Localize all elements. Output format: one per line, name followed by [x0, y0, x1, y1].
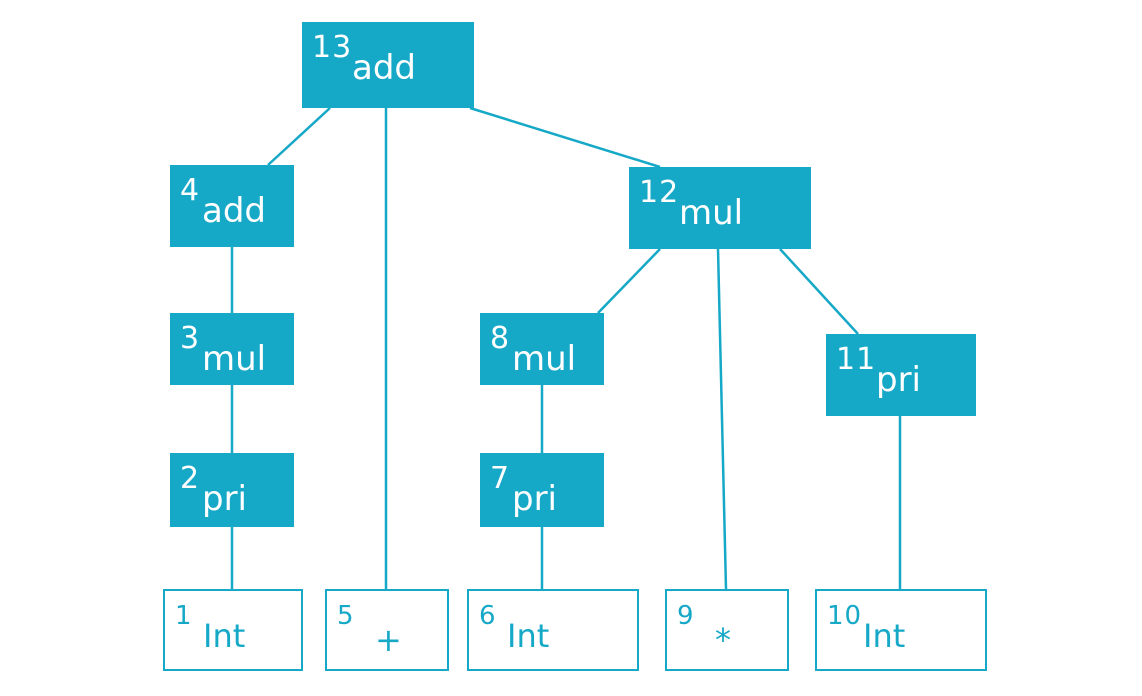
node-number: 6	[479, 601, 497, 631]
node-label: Int	[203, 617, 246, 655]
node-number: 12	[639, 175, 680, 210]
edge-n12-n11	[779, 248, 859, 335]
node-label: mul	[512, 339, 577, 379]
node-number: 10	[827, 601, 863, 631]
node-label: mul	[202, 339, 267, 379]
node-label: mul	[679, 193, 744, 233]
node-number: 13	[312, 30, 353, 65]
edge-n13-n4	[267, 107, 331, 166]
node-number: 11	[836, 342, 877, 377]
edge-n13-n12	[469, 106, 661, 169]
node-number: 2	[180, 461, 201, 496]
node-n5[interactable]: 5+	[325, 589, 449, 671]
node-number: 8	[490, 321, 511, 356]
node-number: 3	[180, 321, 201, 356]
node-label: +	[375, 621, 402, 659]
node-number: 9	[677, 601, 695, 631]
node-label: add	[352, 48, 416, 88]
node-label: add	[202, 191, 266, 231]
node-label: Int	[507, 617, 550, 655]
node-number: 4	[180, 173, 201, 208]
node-label: pri	[876, 360, 922, 400]
node-label: Int	[863, 617, 906, 655]
node-number: 5	[337, 601, 355, 631]
node-number: 7	[490, 461, 511, 496]
edge-n12-n9	[716, 248, 728, 590]
node-n9[interactable]: 9*	[665, 589, 789, 671]
node-label: pri	[512, 479, 558, 519]
node-number: 1	[175, 601, 193, 631]
node-label: *	[715, 621, 731, 659]
node-label: pri	[202, 479, 248, 519]
edge-n12-n8	[597, 248, 661, 314]
